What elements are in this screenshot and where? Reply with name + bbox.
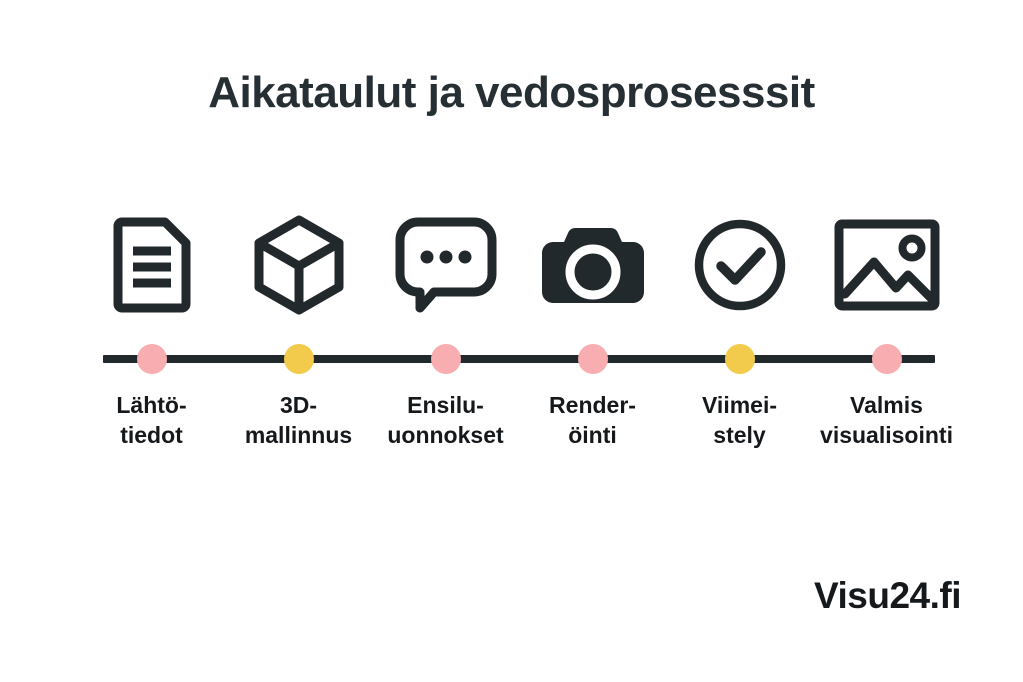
label-line-1: Lähtö- xyxy=(116,392,187,418)
timeline-track xyxy=(78,337,960,381)
timeline-step-2-icon-cell xyxy=(225,205,372,325)
document-icon xyxy=(113,217,191,313)
timeline-step-6-label: Valmis visualisointi xyxy=(813,390,960,451)
timeline-step-5-dot-cell xyxy=(666,337,813,381)
timeline-dot-row xyxy=(78,337,960,381)
timeline-connector-line xyxy=(103,355,935,363)
check-circle-icon xyxy=(693,218,787,312)
speech-bubble-icon xyxy=(394,216,498,314)
timeline-dot xyxy=(136,344,167,374)
timeline-step-6-dot-cell xyxy=(813,337,960,381)
timeline-step-3-icon-cell xyxy=(372,205,519,325)
timeline-step-4-label: Render- öinti xyxy=(519,390,666,451)
timeline-dot xyxy=(577,344,608,374)
label-line-1: Valmis xyxy=(850,392,923,418)
timeline-step-3-dot-cell xyxy=(372,337,519,381)
label-line-2: stely xyxy=(713,422,766,449)
timeline-step-4-icon-cell xyxy=(519,205,666,325)
cube-3d-icon xyxy=(252,215,346,315)
label-line-2: visualisointi xyxy=(820,422,953,449)
timeline: Lähtö- tiedot 3D- mallinnus Ensilu- uonn… xyxy=(78,205,960,470)
label-line-1: Render- xyxy=(549,392,636,418)
timeline-dot xyxy=(283,344,314,374)
timeline-label-row: Lähtö- tiedot 3D- mallinnus Ensilu- uonn… xyxy=(78,390,960,451)
timeline-step-2-label: 3D- mallinnus xyxy=(225,390,372,451)
timeline-icon-row xyxy=(78,205,960,325)
label-line-1: 3D- xyxy=(279,392,318,418)
brand-logo: Visu24.fi xyxy=(813,575,962,616)
timeline-step-4-dot-cell xyxy=(519,337,666,381)
timeline-step-6-icon-cell xyxy=(813,205,960,325)
timeline-step-3-label: Ensilu- uonnokset xyxy=(372,390,519,451)
image-photo-icon xyxy=(834,218,940,312)
label-line-2: tiedot xyxy=(120,422,183,449)
timeline-step-1-label: Lähtö- tiedot xyxy=(78,390,225,451)
timeline-step-2-dot-cell xyxy=(225,337,372,381)
label-line-2: uonnokset xyxy=(387,422,504,449)
timeline-step-1-icon-cell xyxy=(78,205,225,325)
camera-icon xyxy=(541,222,645,308)
label-line-2: öinti xyxy=(568,422,617,449)
timeline-dot xyxy=(724,344,755,374)
timeline-step-5-icon-cell xyxy=(666,205,813,325)
page-title: Aikataulut ja vedosprosesssit xyxy=(208,68,815,117)
timeline-step-5-label: Viimei- stely xyxy=(666,390,813,451)
timeline-dot xyxy=(871,344,902,374)
timeline-dot xyxy=(430,344,461,374)
label-line-1: Ensilu- xyxy=(407,392,484,418)
timeline-step-1-dot-cell xyxy=(78,337,225,381)
label-line-1: Viimei- xyxy=(702,392,777,418)
label-line-2: mallinnus xyxy=(244,422,353,449)
